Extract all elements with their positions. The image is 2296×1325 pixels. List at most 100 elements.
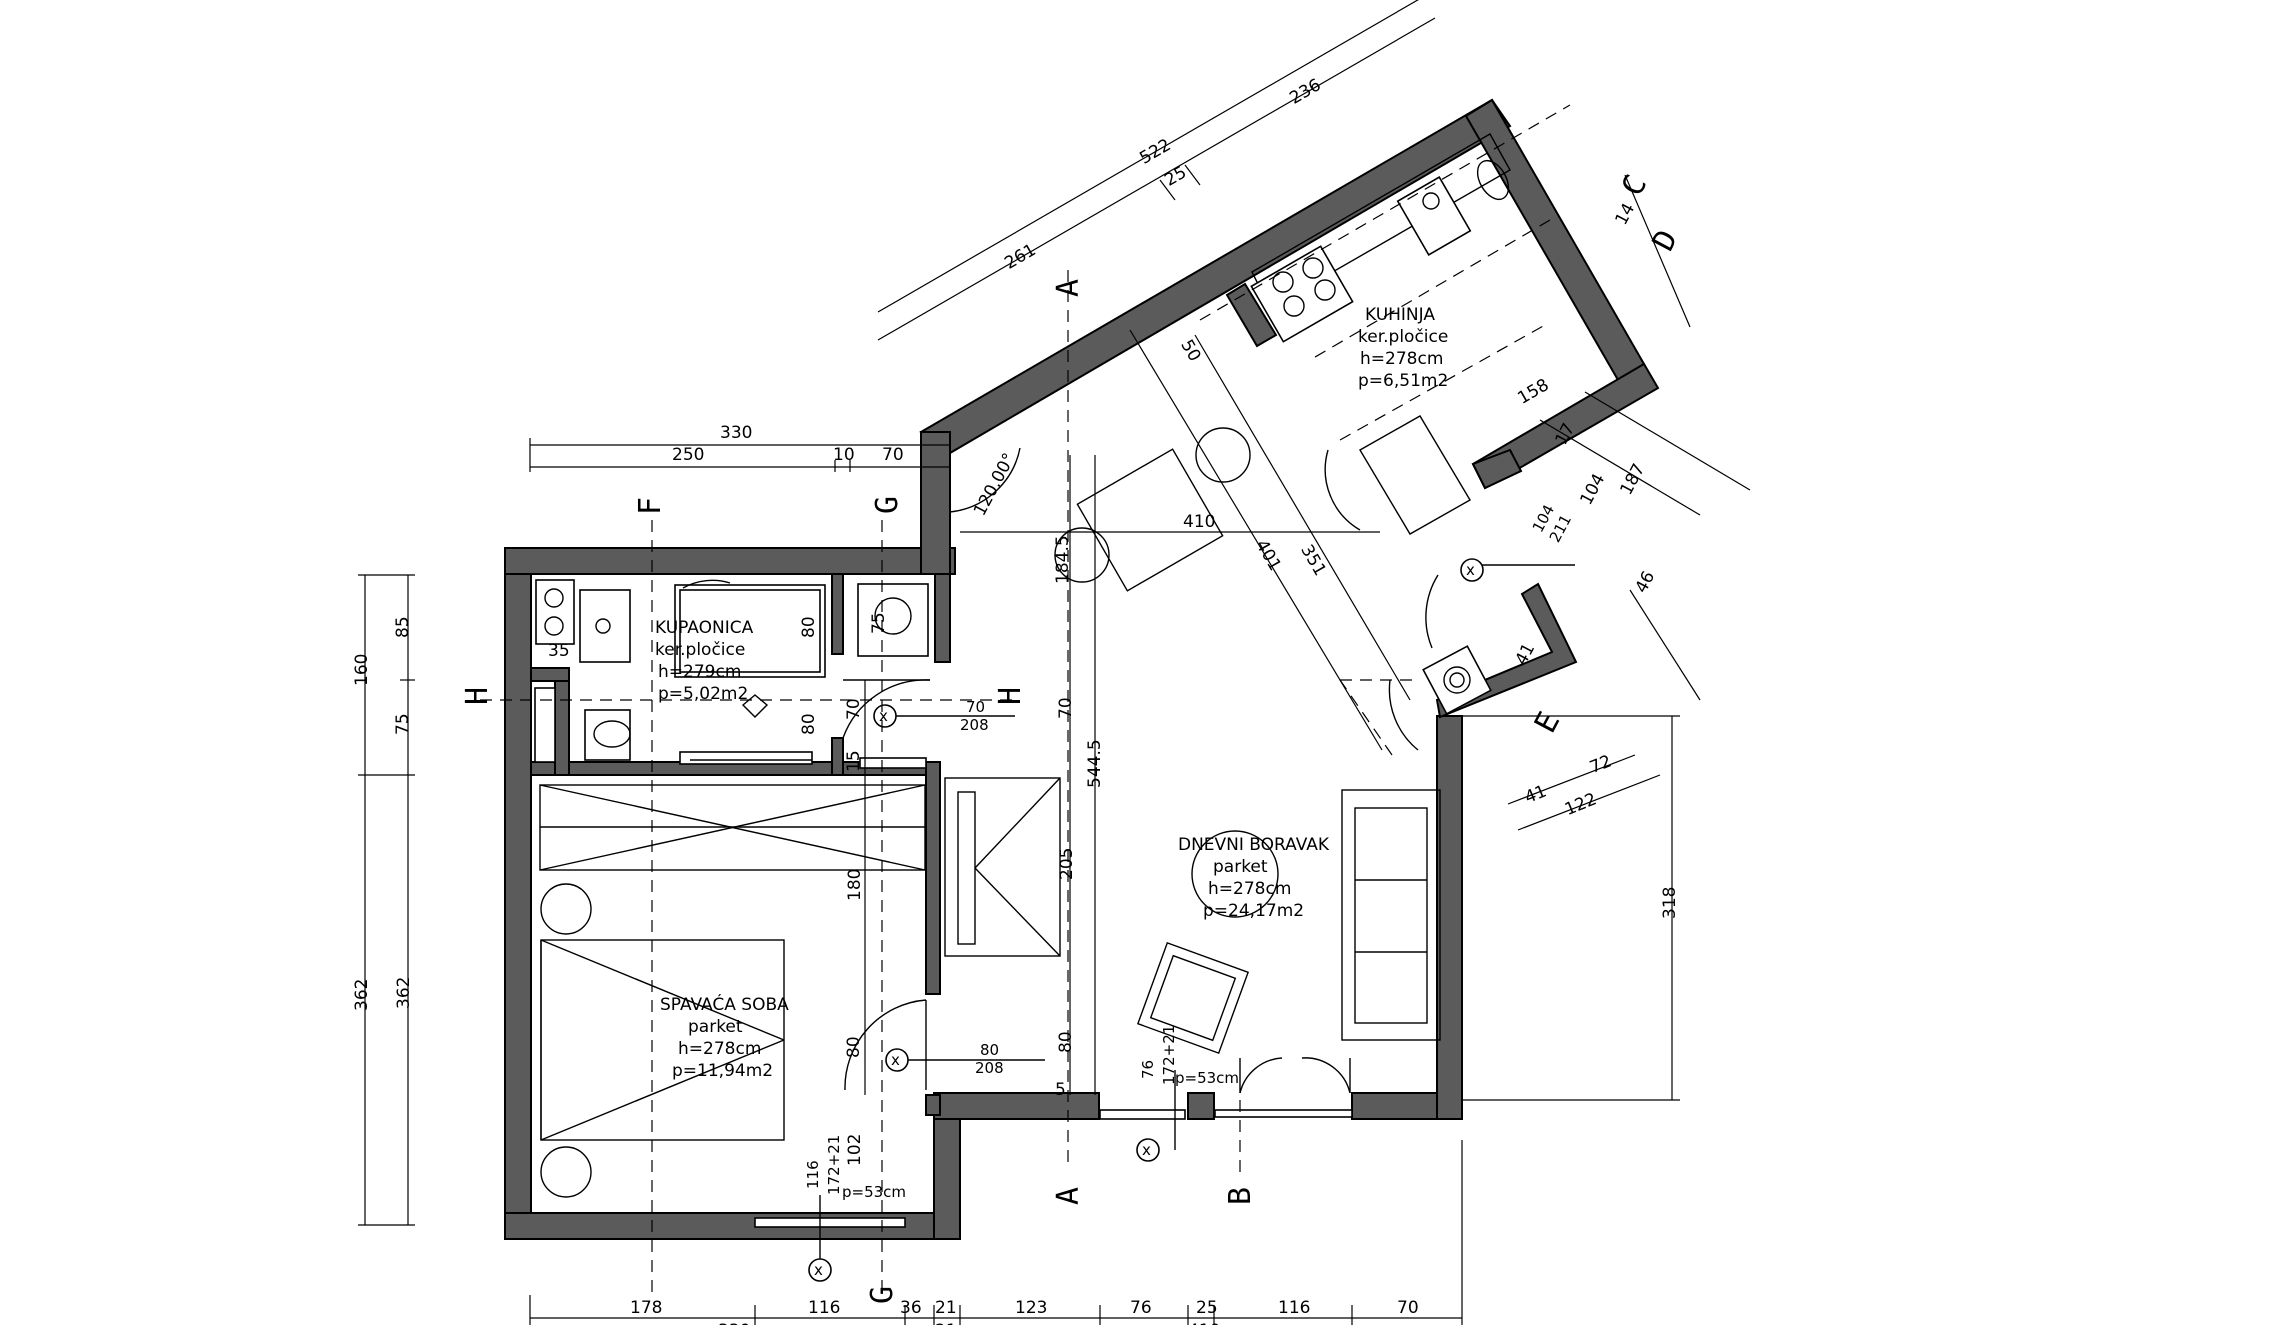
dim-330-top: 330 [720, 423, 752, 443]
dining-chair-1 [1195, 427, 1251, 483]
svg-text:x: x [891, 1051, 900, 1069]
living-entry-arc [1388, 679, 1419, 751]
burner-1 [1272, 271, 1294, 293]
bath-cabinet [679, 751, 813, 765]
kupaonica-finish: ker.pločice [655, 640, 745, 660]
oven-knob [1443, 666, 1471, 694]
dim-362-a: 362 [352, 979, 372, 1011]
bedroom-window-p: p=53cm [842, 1183, 906, 1201]
dim-35: 35 [548, 641, 570, 661]
boravak-name: DNEVNI BORAVAK [1178, 835, 1330, 855]
dim-bottom-123: 123 [1015, 1298, 1047, 1318]
bed-fold-1 [540, 939, 785, 1041]
dim-184-5: 184.5 [1053, 535, 1073, 584]
wall-bedroom-east-b [925, 1094, 941, 1116]
dim-410-living: 410 [1183, 512, 1215, 532]
dim-bottom-70: 70 [1397, 1298, 1419, 1318]
spavaca-area: p=11,94m2 [672, 1061, 773, 1081]
dim-85: 85 [393, 616, 413, 638]
dim-14: 14 [1611, 200, 1639, 228]
dining-table [1076, 448, 1224, 592]
bath-door-tag [873, 704, 897, 728]
section-lines [480, 270, 1241, 1300]
washing-machine-drum [874, 597, 912, 635]
dim-180: 180 [845, 869, 865, 901]
section-mark-f: F [633, 497, 668, 515]
spavaca-height: h=278cm [678, 1039, 761, 1059]
section-mark-a-bottom: A [1051, 1187, 1086, 1205]
wall-northeast [1464, 98, 1646, 382]
bath-tap-2 [544, 616, 564, 636]
dim-522: 522 [1136, 135, 1174, 169]
bedroom-window-tag [808, 1258, 832, 1282]
kitchen-upper-cabinet-line [1199, 104, 1571, 321]
bath-sink [579, 589, 631, 663]
svg-text:x: x [1142, 1141, 1151, 1159]
bath-sink-drain [595, 618, 611, 634]
dim-72: 72 [1587, 751, 1615, 778]
dim-70-corridor: 70 [844, 698, 864, 720]
wall-bedroom-east-a [925, 761, 941, 995]
dim-236: 236 [1286, 75, 1324, 109]
kitchen-dash-5 [1339, 679, 1393, 756]
kitchen-sink [1396, 176, 1472, 256]
dim-bottom-116b: 116 [1278, 1298, 1310, 1318]
dim-80-bath-1: 80 [799, 616, 819, 638]
dim-41-right: 41 [1522, 781, 1550, 808]
angle-label: 120.00° [970, 450, 1020, 519]
dim-bottom-21b: 21 [935, 1321, 957, 1325]
dim-250-top: 250 [672, 445, 704, 465]
dim-75-wc: 75 [869, 612, 889, 634]
kuhinja-finish: ker.pločice [1358, 327, 1448, 347]
bath-door-arc-2 [682, 579, 731, 589]
utility-door-arc [1425, 574, 1439, 649]
sofa-seat [1354, 807, 1428, 1024]
dim-102: 102 [845, 1134, 865, 1166]
toilet [584, 709, 631, 761]
wall-kitchen-step-2 [1471, 448, 1523, 490]
section-mark-b: B [1223, 1187, 1258, 1205]
bath-tap-1 [544, 588, 564, 608]
kitchen-bin [1476, 159, 1510, 201]
tv-cabinet [944, 777, 1061, 957]
fittings [534, 104, 1571, 1198]
kupaonica-height: h=279cm [658, 662, 741, 682]
angle-arc [949, 447, 1021, 513]
nightstand-top [540, 883, 592, 935]
window-balcony [1214, 1109, 1353, 1118]
dim-80-bed: 80 [844, 1036, 864, 1058]
boravak-finish: parket [1213, 857, 1268, 877]
dim-bottom-330: 330 [718, 1321, 750, 1325]
boravak-height: h=278cm [1208, 879, 1291, 899]
window-living [1099, 1109, 1186, 1120]
dim-261: 261 [1001, 240, 1039, 274]
wall-north-diagonal [919, 98, 1512, 455]
burner-4 [1314, 279, 1336, 301]
dim-bottom-410: 410 [1188, 1321, 1220, 1325]
tv-x2 [974, 867, 1061, 957]
section-mark-a-top: A [1051, 279, 1086, 297]
dim-160: 160 [352, 654, 372, 686]
kitchen-island [1359, 415, 1471, 535]
bath-sink-counter [535, 579, 575, 645]
wall-living-east [1436, 715, 1463, 1120]
wall-kitchen-counter [1225, 282, 1278, 348]
svg-text:x: x [879, 707, 888, 725]
dim-bottom-178: 178 [630, 1298, 662, 1318]
kitchen-sink-drain [1422, 192, 1440, 210]
bath-door-arc [842, 679, 931, 739]
bath-vanity [859, 757, 927, 769]
dim-122: 122 [1562, 789, 1600, 820]
wall-east-notch [1435, 582, 1578, 719]
section-mark-h-right: H [993, 687, 1028, 705]
sofa [1341, 789, 1441, 1041]
dim-205: 205 [1057, 848, 1077, 880]
coffee-table [1191, 830, 1279, 918]
dim-50: 50 [1176, 336, 1204, 365]
kuhinja-height: h=278cm [1360, 349, 1443, 369]
dim-70-top: 70 [882, 445, 904, 465]
kupaonica-name: KUPAONICA [655, 618, 754, 638]
windows [754, 1109, 1353, 1228]
bed-door-tag [885, 1048, 909, 1072]
